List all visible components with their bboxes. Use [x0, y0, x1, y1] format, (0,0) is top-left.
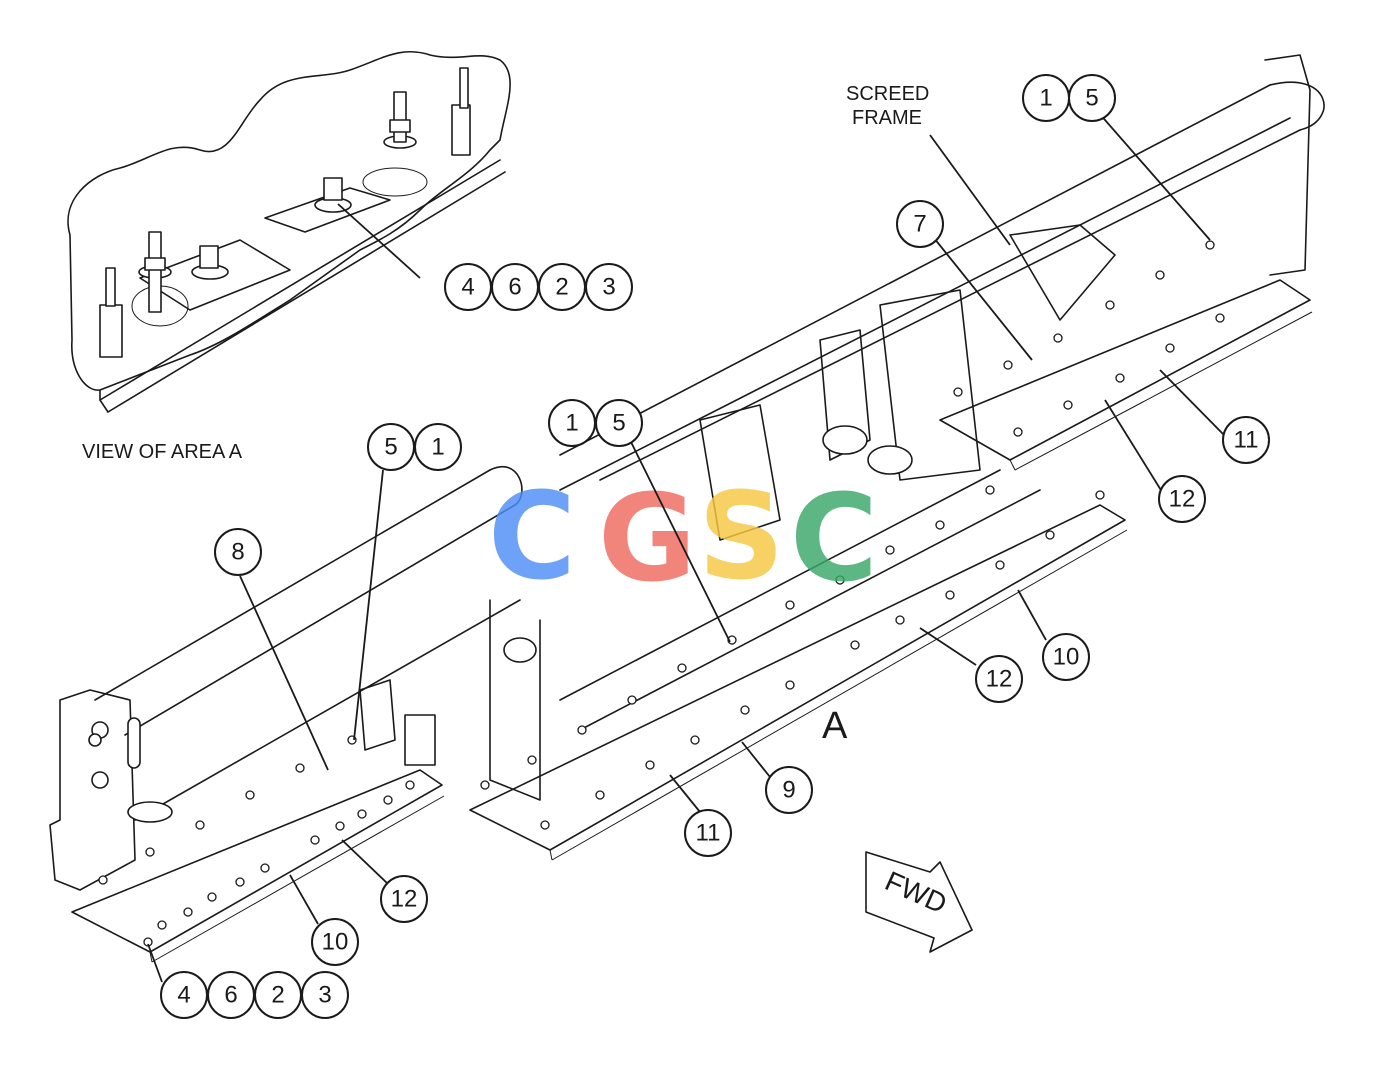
callout-5-top-right: 5	[1068, 74, 1116, 122]
callout-10-left: 10	[311, 918, 359, 966]
svg-text:12: 12	[391, 886, 418, 913]
callout-12-left: 12	[380, 875, 428, 923]
svg-text:5: 5	[1085, 85, 1098, 112]
screed-frame-label-line1: SCREED	[846, 83, 929, 105]
svg-text:6: 6	[224, 982, 237, 1009]
callout-5-center: 5	[595, 399, 643, 447]
plate-left	[71, 769, 443, 953]
plate-lower-long	[469, 504, 1126, 851]
callout-12-upper: 12	[1158, 475, 1206, 523]
svg-text:11: 11	[696, 820, 721, 847]
screed-frame-label-line2: FRAME	[852, 107, 922, 129]
svg-text:12: 12	[986, 666, 1013, 693]
svg-text:11: 11	[1234, 427, 1259, 454]
view-of-area-a-label: VIEW OF AREA A	[82, 441, 243, 463]
svg-text:4: 4	[461, 274, 474, 301]
area-a-marker: A	[822, 705, 848, 747]
callout-1-center: 1	[548, 399, 596, 447]
detail-bolt-4	[138, 231, 172, 313]
svg-text:2: 2	[271, 982, 284, 1009]
callout-8: 8	[214, 528, 262, 576]
callout-5-left: 5	[367, 423, 415, 471]
svg-text:6: 6	[508, 274, 521, 301]
watermark-letter-1: C	[488, 468, 576, 607]
callout-2-detail: 2	[538, 263, 586, 311]
svg-text:3: 3	[602, 274, 615, 301]
svg-text:2: 2	[555, 274, 568, 301]
svg-text:10: 10	[1053, 644, 1080, 671]
callout-2-bottom: 2	[254, 971, 302, 1019]
callout-11-upper: 11	[1222, 416, 1270, 464]
svg-text:1: 1	[431, 434, 444, 461]
watermark-letter-3: S	[698, 468, 784, 607]
svg-text:7: 7	[913, 211, 926, 238]
forward-direction-arrow: FWD	[865, 851, 973, 953]
svg-text:12: 12	[1169, 486, 1196, 513]
screed-frame-assembly	[469, 54, 1325, 861]
left-extension-assembly	[49, 466, 523, 963]
plate-upper-right	[939, 279, 1311, 461]
callout-7: 7	[896, 200, 944, 248]
detail-bolt-1	[383, 91, 417, 149]
callout-4-detail: 4	[444, 263, 492, 311]
callout-3-detail: 3	[585, 263, 633, 311]
callout-1-top-right: 1	[1022, 74, 1070, 122]
watermark-logo: C G S C	[488, 468, 878, 609]
callout-6-detail: 6	[491, 263, 539, 311]
svg-text:5: 5	[384, 434, 397, 461]
svg-text:5: 5	[612, 410, 625, 437]
callout-9: 9	[765, 766, 813, 814]
callout-12-center: 12	[975, 655, 1023, 703]
leader-lines	[147, 111, 1225, 983]
plate-bolts-left	[98, 735, 415, 947]
watermark-letter-4: C	[790, 470, 878, 609]
watermark-letter-2: G	[598, 470, 697, 609]
callout-6-bottom: 6	[207, 971, 255, 1019]
callout-balloons: 1 5 4 6 2 3 7 1 5 11 12 5 1 8 10 12 9 11…	[160, 74, 1270, 1019]
svg-text:10: 10	[322, 929, 349, 956]
svg-text:8: 8	[231, 539, 244, 566]
callout-3-bottom: 3	[301, 971, 349, 1019]
detail-view-area-a	[67, 50, 511, 413]
svg-text:1: 1	[1039, 85, 1052, 112]
plate-bolts-right	[480, 240, 1225, 830]
detail-bolt-3	[191, 245, 229, 280]
callout-10-center: 10	[1042, 633, 1090, 681]
svg-text:9: 9	[782, 777, 795, 804]
callout-4-bottom: 4	[160, 971, 208, 1019]
screed-frame-leader	[929, 134, 1011, 246]
svg-text:4: 4	[177, 982, 190, 1009]
callout-1-left: 1	[414, 423, 462, 471]
svg-text:3: 3	[318, 982, 331, 1009]
callout-11-lower: 11	[684, 809, 732, 857]
svg-text:1: 1	[565, 410, 578, 437]
